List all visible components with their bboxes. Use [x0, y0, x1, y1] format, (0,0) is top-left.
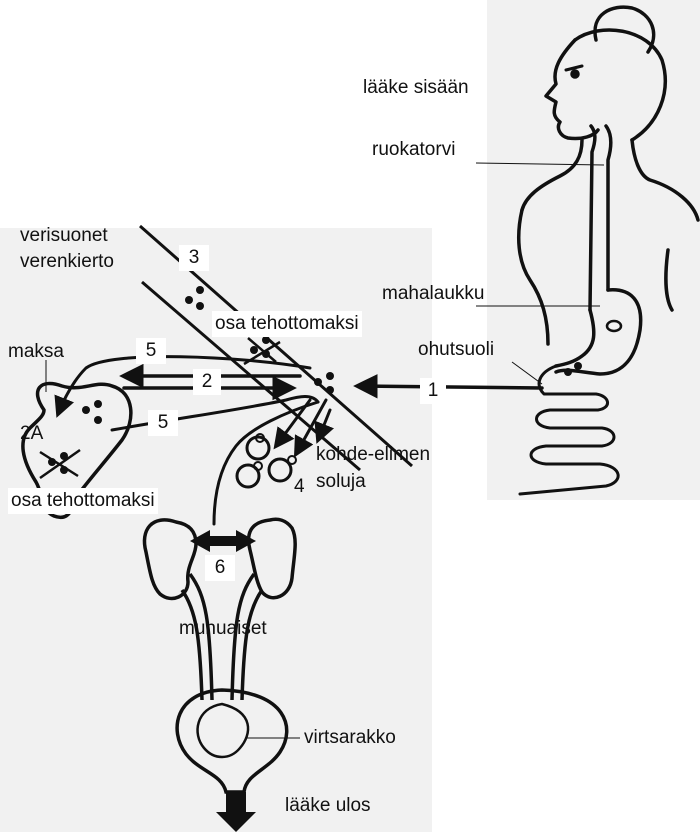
- ureter-right: [230, 572, 256, 701]
- label-liver: maksa: [8, 341, 64, 362]
- arrow-4c: [273, 398, 312, 450]
- step-5-bottom: 5: [148, 410, 178, 436]
- small-intestine-organ: [518, 364, 620, 496]
- label-drug-out: lääke ulos: [285, 795, 371, 816]
- step-2: 2: [193, 369, 221, 395]
- eye: [564, 64, 584, 72]
- intestine-leader: [511, 361, 543, 385]
- bladder-inner: [196, 702, 250, 759]
- label-liver-2a: 2A: [20, 423, 44, 444]
- stomach-inner: [554, 308, 596, 368]
- arrow-to-kidneys: [212, 400, 320, 526]
- stomach-spot: [605, 319, 623, 333]
- kidneys-organ: [142, 517, 297, 701]
- esophagus-tube-back: [604, 124, 613, 292]
- label-blood-vessels: verisuonet: [20, 225, 108, 246]
- label-target-organ-line1: kohde-elimen: [316, 444, 431, 465]
- step-4: 4: [294, 476, 305, 497]
- label-partly-ineffective-vessel: osa tehottomaksi: [212, 311, 362, 337]
- neck-back: [630, 138, 700, 222]
- arrow-5-top: [54, 355, 312, 418]
- ureter-left-b: [180, 588, 204, 701]
- label-drug-in: lääke sisään: [363, 77, 469, 98]
- arrow-4a: [293, 398, 328, 458]
- step-3: 3: [179, 245, 209, 271]
- label-kidneys: munuaiset: [179, 618, 267, 639]
- drug-out-arrow: [216, 792, 256, 832]
- pupil: [570, 69, 580, 79]
- step-6: 6: [205, 555, 235, 581]
- label-target-organ-line2: soluja: [316, 471, 366, 492]
- human-figure: [516, 5, 700, 496]
- arrow-6-kidneys: [190, 530, 256, 552]
- ureter-left: [188, 572, 214, 701]
- head: [573, 28, 667, 142]
- esophagus-leader: [475, 162, 605, 166]
- torso-side: [664, 248, 674, 312]
- label-stomach: mahalaukku: [382, 283, 485, 304]
- step-5-top: 5: [136, 338, 166, 364]
- hair-bun: [593, 5, 656, 54]
- face: [544, 38, 600, 141]
- label-partly-ineffective-liver: osa tehottomaksi: [8, 488, 158, 514]
- label-esophagus: ruokatorvi: [372, 139, 456, 160]
- arrow-4b: [314, 408, 334, 444]
- ureter-right-b: [240, 588, 264, 701]
- kidney-right: [246, 517, 297, 600]
- label-bladder: virtsarakko: [304, 727, 396, 748]
- esophagus-tube: [588, 124, 597, 312]
- step-1: 1: [420, 378, 446, 404]
- label-small-intestine: ohutsuoli: [418, 339, 495, 360]
- arrow-1: [353, 373, 544, 399]
- label-circulation: verenkierto: [20, 251, 114, 272]
- arm: [516, 208, 550, 346]
- target-cells: [235, 433, 297, 489]
- leader-lines: [45, 162, 605, 739]
- stomach-organ: [554, 288, 643, 376]
- flow-arrows: [54, 355, 544, 526]
- neck-front: [520, 138, 584, 212]
